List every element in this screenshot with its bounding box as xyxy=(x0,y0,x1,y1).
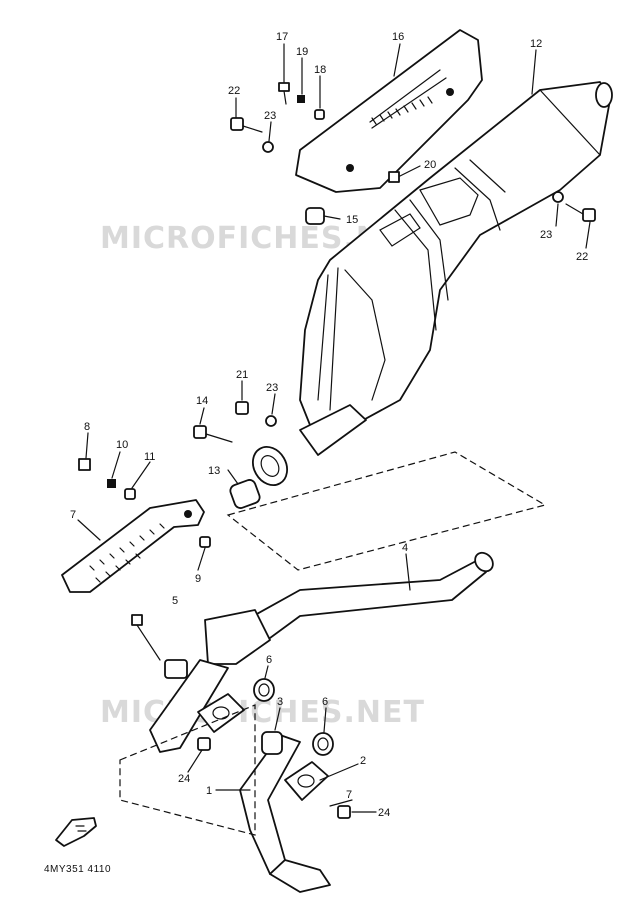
nut-24-right xyxy=(337,805,351,819)
callout-14: 14 xyxy=(196,395,208,407)
callout-23-right: 23 xyxy=(540,229,552,241)
gasket-13 xyxy=(229,479,261,509)
dashed-guide-muffler xyxy=(226,451,547,571)
callout-13: 13 xyxy=(208,465,220,477)
callout-4: 4 xyxy=(402,542,408,554)
flange-2 xyxy=(284,761,329,801)
callout-17: 17 xyxy=(276,31,288,43)
callout-8: 8 xyxy=(84,421,90,433)
dashed-guide-pipe xyxy=(119,704,256,836)
muffler-inlet-joint xyxy=(252,404,367,486)
callout-24-left: 24 xyxy=(178,773,190,785)
callout-18: 18 xyxy=(314,64,326,76)
nut-24-left xyxy=(197,737,211,751)
callout-1: 1 xyxy=(206,785,212,797)
exhaust-pipe-4 xyxy=(149,551,494,753)
joint-3 xyxy=(261,731,283,755)
exhaust-pipe-1 xyxy=(239,734,331,893)
callout-2: 2 xyxy=(360,755,366,767)
bolt-5 xyxy=(131,614,188,679)
callout-labels: 17 19 18 16 12 22 23 20 15 23 22 21 23 1… xyxy=(70,31,588,819)
gasket-6-upper xyxy=(253,678,275,702)
nut-10 xyxy=(107,479,116,488)
bolt-21 xyxy=(235,401,249,415)
callout-16: 16 xyxy=(392,31,404,43)
callout-19: 19 xyxy=(296,46,308,58)
callout-5: 5 xyxy=(172,595,178,607)
nut-20 xyxy=(388,171,400,183)
washer-23-right xyxy=(552,191,564,203)
callout-22-right: 22 xyxy=(576,251,588,263)
callout-11: 11 xyxy=(144,451,155,463)
heat-protector xyxy=(295,29,483,193)
washer-11 xyxy=(124,488,136,500)
callout-7-upper: 7 xyxy=(70,509,76,521)
callout-6-lower: 6 xyxy=(322,696,328,708)
muffler xyxy=(299,81,613,431)
bolt-22-left xyxy=(230,117,263,133)
fastener-19 xyxy=(297,95,305,103)
diagram-caption: 4MY351 4110 xyxy=(44,864,112,875)
callout-3: 3 xyxy=(277,696,283,708)
washer-23-mid xyxy=(265,415,277,427)
exhaust-protector-7 xyxy=(61,499,205,593)
front-arrow-icon xyxy=(55,817,97,847)
fastener-18 xyxy=(314,109,325,120)
callout-15: 15 xyxy=(346,214,358,226)
leader-lines xyxy=(77,43,591,813)
grommet-9 xyxy=(199,536,211,548)
callout-9: 9 xyxy=(195,573,201,585)
callout-23-upper: 23 xyxy=(264,110,276,122)
bolt-22-right xyxy=(565,203,596,222)
damper-15 xyxy=(305,207,325,225)
callout-20: 20 xyxy=(424,159,436,171)
gasket-6-lower xyxy=(312,732,334,756)
bolt-14 xyxy=(193,425,233,443)
callout-21: 21 xyxy=(236,369,248,381)
callout-23-mid: 23 xyxy=(266,382,278,394)
callout-10: 10 xyxy=(116,439,128,451)
washer-23-left xyxy=(262,141,274,153)
callout-24-right: 24 xyxy=(378,807,390,819)
callout-12: 12 xyxy=(530,38,542,50)
fastener-17 xyxy=(278,82,290,105)
callout-7-lower: 7 xyxy=(346,789,352,801)
bolt-8 xyxy=(78,458,91,471)
callout-6-upper: 6 xyxy=(266,654,272,666)
callout-22-left: 22 xyxy=(228,85,240,97)
